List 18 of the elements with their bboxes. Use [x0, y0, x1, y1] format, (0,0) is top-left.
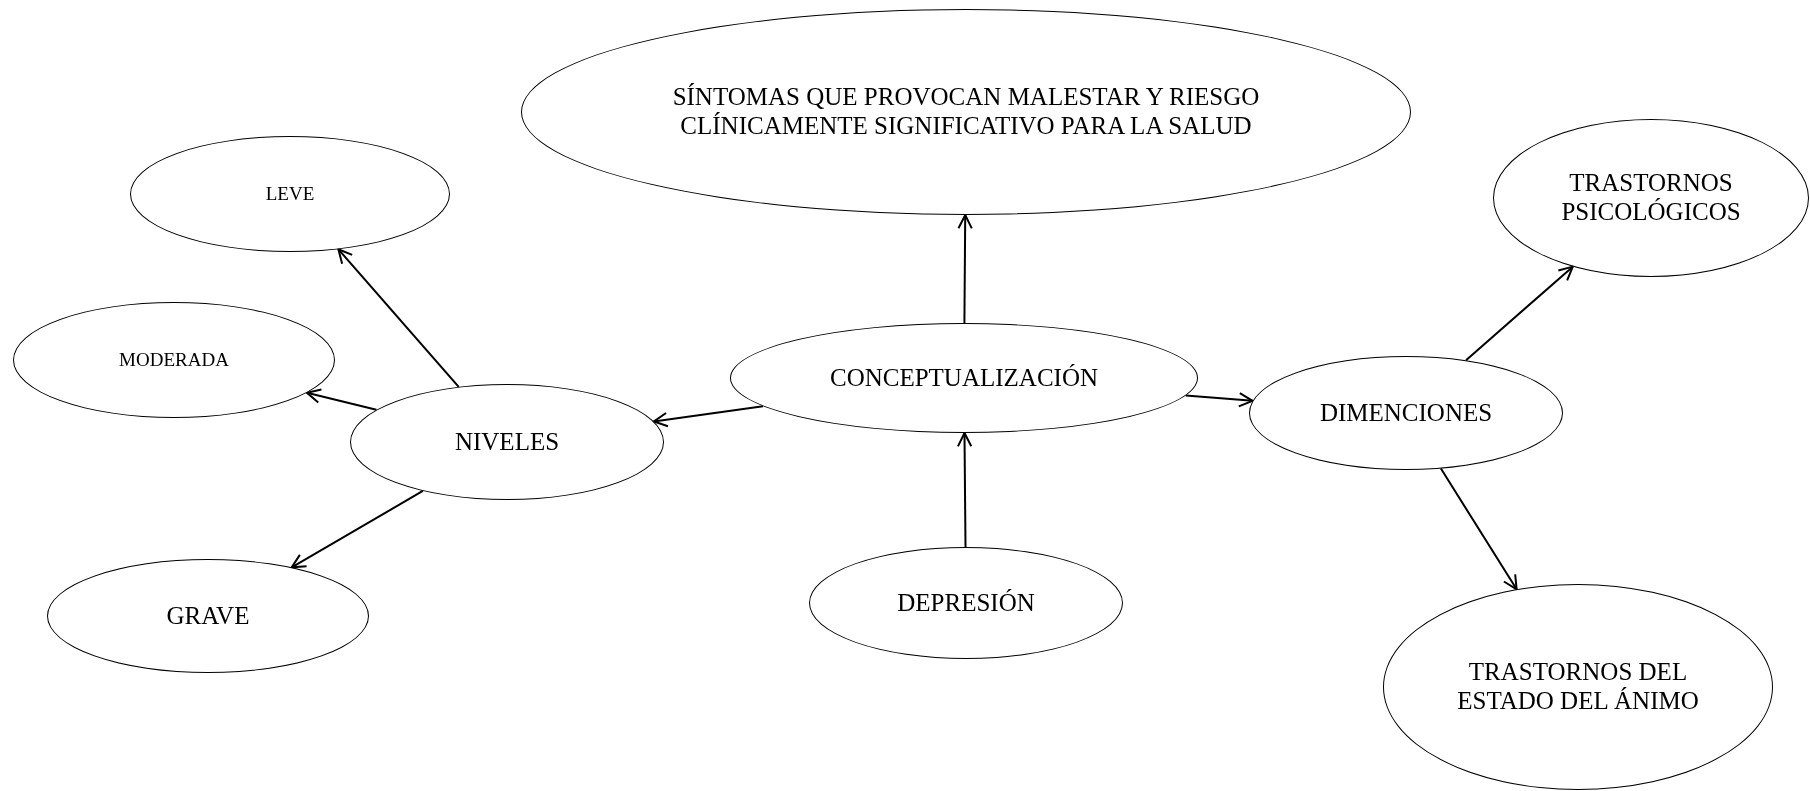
node-label: MODERADA — [119, 349, 229, 371]
node-label: CONCEPTUALIZACIÓN — [829, 363, 1098, 393]
arrow — [652, 405, 764, 428]
node-label: LEVE — [265, 183, 315, 205]
node-label: TRASTORNOS PSICOLÓGICOS — [1560, 169, 1742, 227]
arrow — [956, 432, 973, 548]
arrow — [290, 489, 424, 569]
arrow — [305, 388, 378, 411]
node-label: NIVELES — [454, 427, 560, 457]
node-label: DIMENCIONES — [1319, 398, 1493, 428]
node-label: SÍNTOMAS QUE PROVOCAN MALESTAR Y RIESGO CLÍNICAMENTE SIGNIFICATIVO PARA LA SALUD — [671, 83, 1261, 141]
arrow — [957, 214, 973, 324]
node-label: DEPRESIÓN — [897, 588, 1035, 618]
node-label: TRASTORNOS DEL ESTADO DEL ÁNIMO — [1456, 658, 1700, 716]
arrow — [1184, 392, 1254, 408]
node-label: GRAVE — [166, 601, 250, 631]
arrow — [1465, 265, 1574, 362]
arrow — [337, 248, 460, 388]
